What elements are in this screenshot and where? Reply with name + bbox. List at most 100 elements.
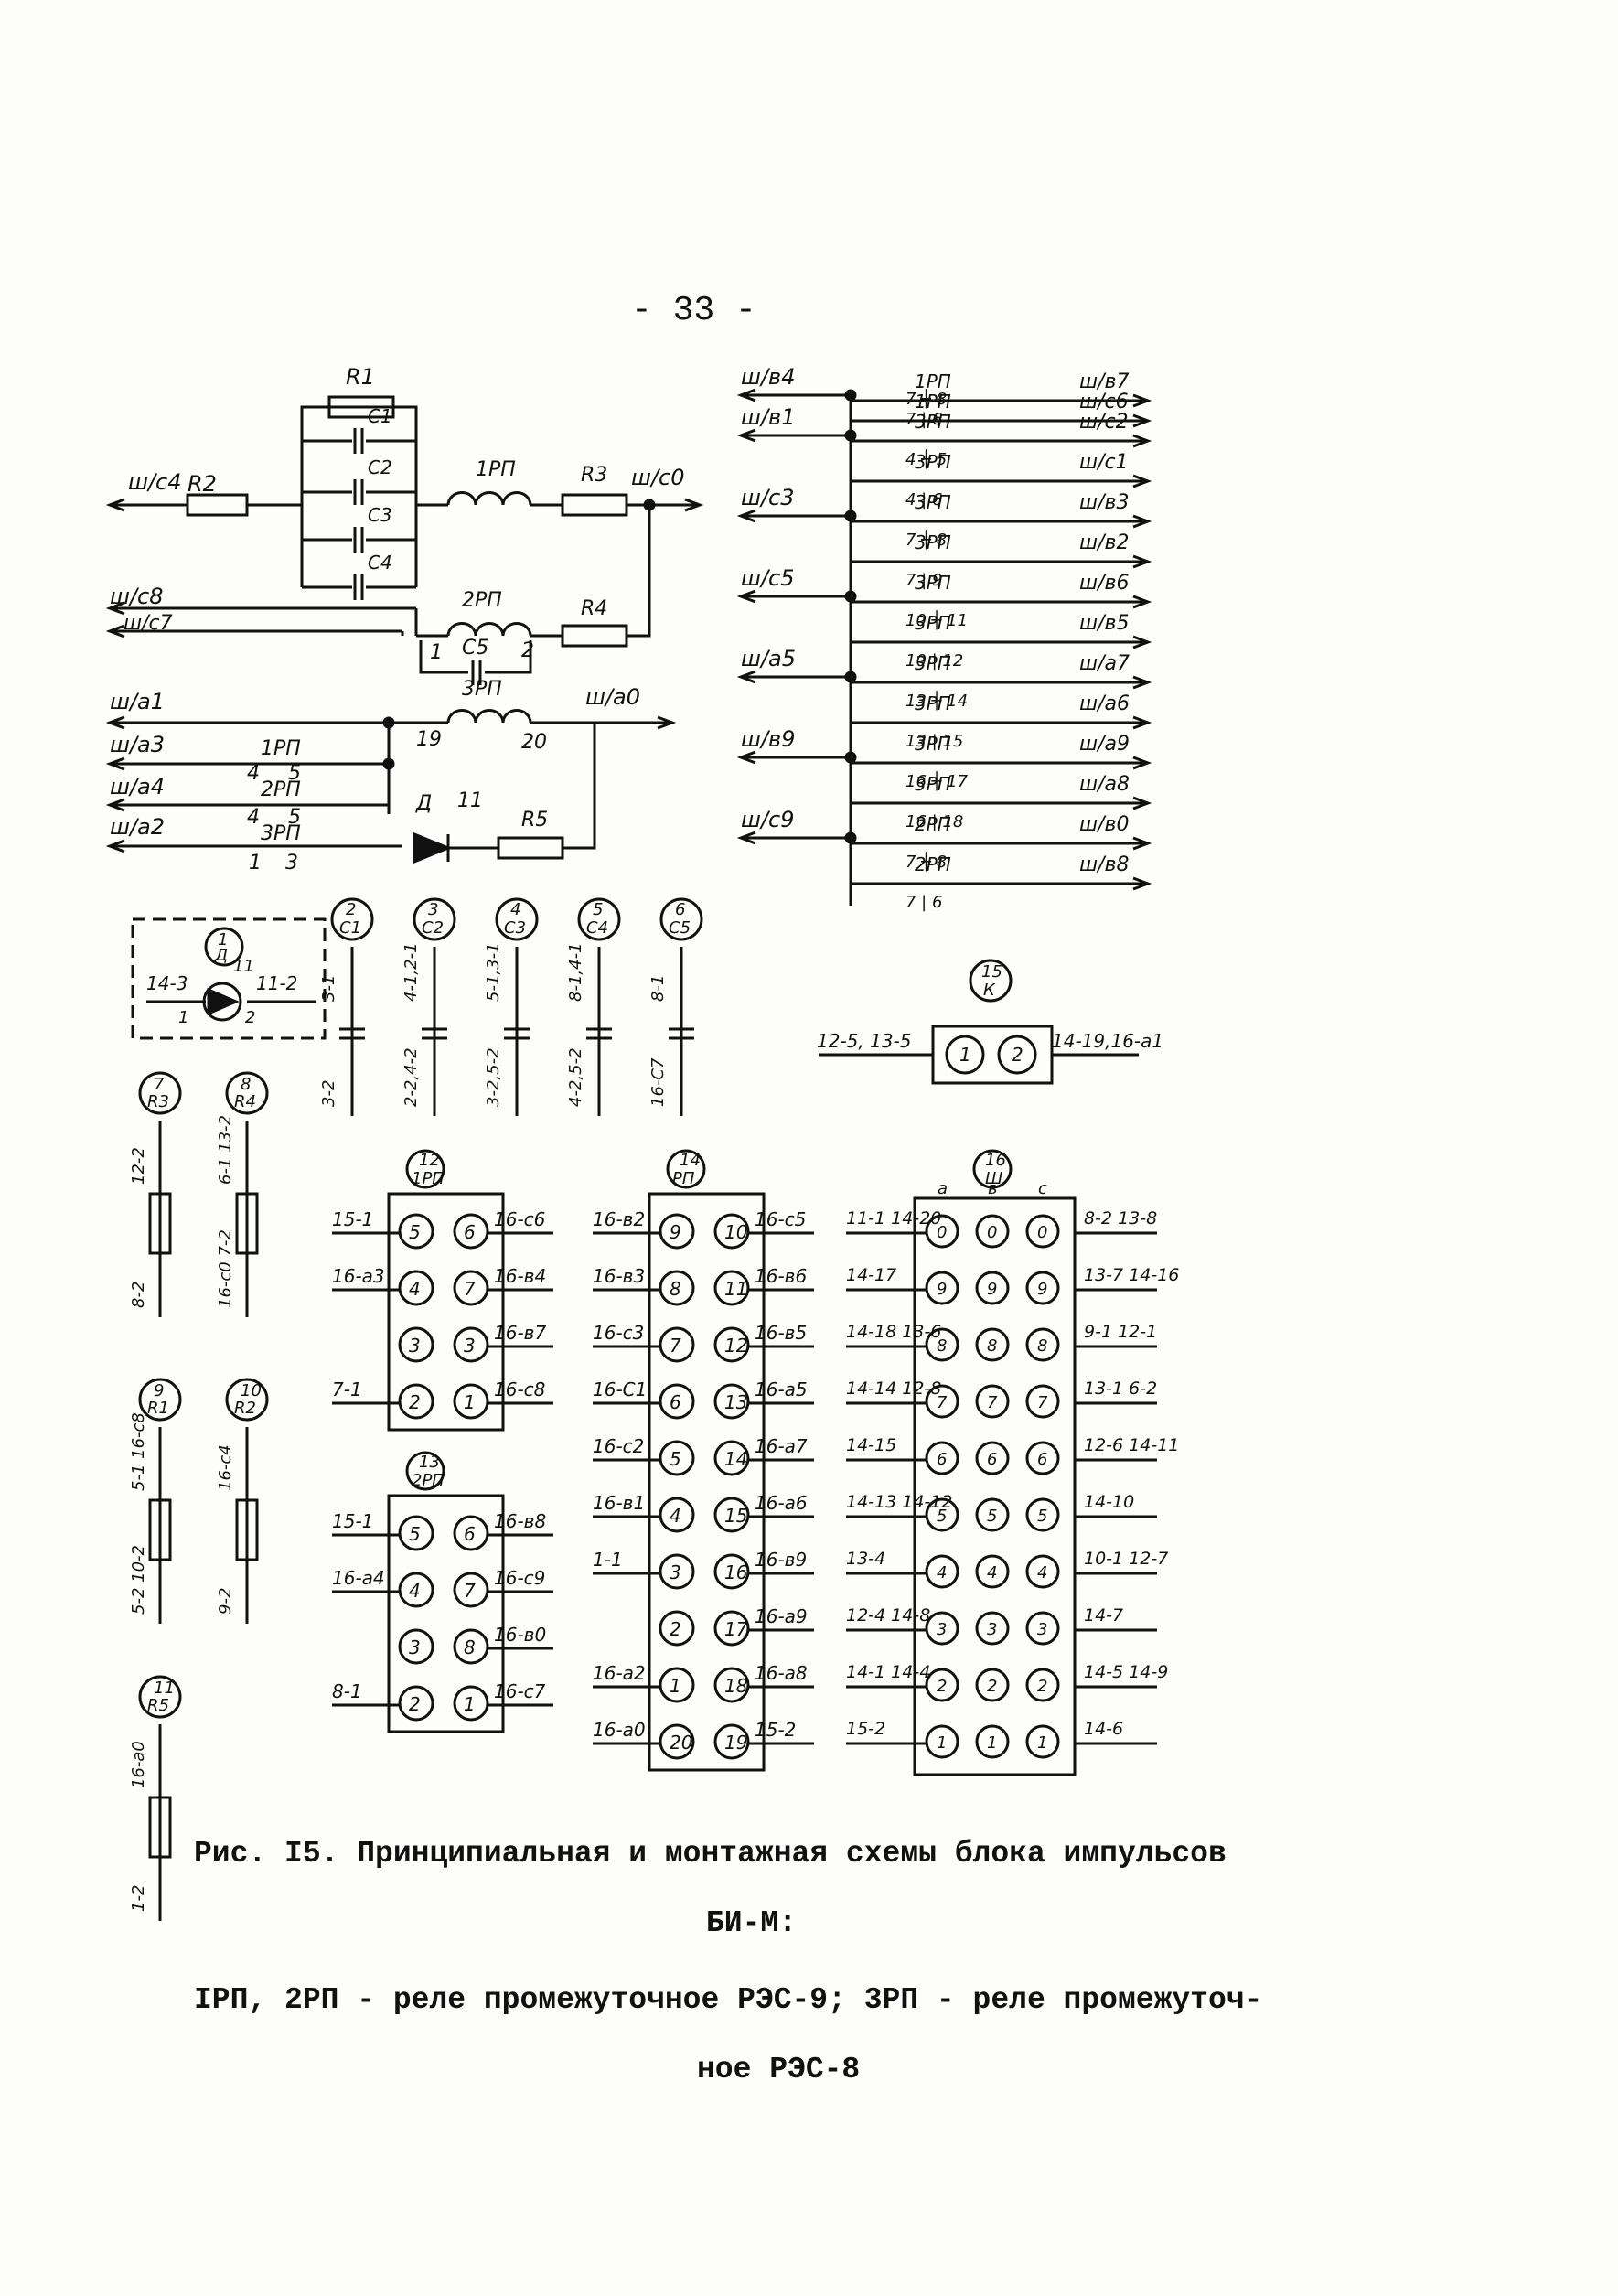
block-num: 9	[670, 1221, 681, 1243]
wire	[485, 640, 532, 674]
block-terminal	[398, 1270, 434, 1306]
block-terminal	[1025, 1441, 1060, 1475]
block-right-label: 16-в4	[494, 1265, 546, 1287]
block-right-label: 14-6	[1084, 1719, 1123, 1739]
block-terminal	[659, 1553, 695, 1590]
block-num: 4	[987, 1563, 997, 1583]
cap-name-3: C4	[586, 918, 608, 938]
block-num: 3	[937, 1620, 947, 1639]
k-right: 14-19,16-а1	[1052, 1030, 1163, 1052]
arrow-right-icon	[1132, 434, 1152, 448]
res-top-2: 5-1 16-c8	[129, 1412, 148, 1491]
cap-id-4: 6	[675, 900, 685, 919]
block-terminal	[659, 1326, 695, 1363]
resistor-r4	[561, 624, 628, 648]
arrow-right-icon	[1132, 554, 1152, 569]
block-frame	[387, 1494, 505, 1733]
block-num: 1	[987, 1733, 997, 1753]
r1-label: R1	[346, 364, 375, 390]
block-right-label: 14-5 14-9	[1084, 1662, 1168, 1682]
capacitor-c2	[353, 479, 364, 505]
block-left-label: 14-13 14-12	[846, 1492, 952, 1512]
block-left-label: 15-1	[332, 1510, 373, 1532]
contact-pins-9: 7 | 9	[905, 571, 942, 590]
block-num: 5	[409, 1221, 421, 1243]
block-num: 0	[1037, 1223, 1047, 1242]
block-right-label: 13-7 14-16	[1084, 1265, 1179, 1285]
contact-right-4: ш/с1	[1079, 451, 1129, 474]
block-num: 8	[464, 1636, 476, 1658]
contact-right-2: ш/с2	[1079, 411, 1129, 434]
c5-label: C5	[462, 637, 488, 660]
block-terminal	[925, 1214, 959, 1249]
block-name: РП	[672, 1169, 695, 1188]
block-num: 8	[670, 1278, 681, 1300]
block-terminal	[398, 1685, 434, 1722]
block-num: 5	[987, 1507, 997, 1526]
k-term-1	[945, 1035, 985, 1075]
block-num: 3	[1037, 1620, 1047, 1639]
cap-id-1: 3	[428, 900, 438, 919]
block-num: 1	[937, 1733, 947, 1753]
k-name: К	[983, 981, 996, 1000]
res-id-circle-0	[138, 1071, 182, 1115]
contact-rp-14: 3РП	[915, 652, 951, 674]
label-w-a2: ш/a2	[110, 814, 165, 840]
pin-20: 20	[521, 731, 547, 754]
block-num: 11	[724, 1278, 747, 1300]
block-left-label: 14-18 13-6	[846, 1322, 941, 1342]
block-num: 1	[670, 1675, 681, 1697]
k-p2: 2	[1012, 1044, 1023, 1066]
block-num: 9	[987, 1280, 997, 1299]
rp1c-label: 1РП	[261, 737, 301, 760]
block-col-label: с	[1038, 1179, 1047, 1198]
block-frame	[913, 1196, 1077, 1776]
resistor-r3	[561, 493, 628, 517]
cap-id-circle-1	[413, 897, 456, 941]
block-right-label: 15-2	[755, 1719, 796, 1741]
block-right-label: 16-в5	[755, 1322, 807, 1344]
block-num: 4	[1037, 1563, 1047, 1583]
diode-icon	[413, 831, 452, 864]
led-p1: 1	[178, 1008, 188, 1027]
block-left-label: 16-С1	[593, 1379, 647, 1400]
block-left-label: 16-а0	[593, 1719, 646, 1741]
arrow-right-icon	[657, 715, 677, 730]
pin-2: 2	[521, 639, 534, 662]
block-terminal	[1025, 1668, 1060, 1702]
block-num: 0	[987, 1223, 997, 1242]
block-terminal	[925, 1271, 959, 1305]
contact-rp-20: 3РП	[915, 773, 951, 795]
cap-top-3: 8-1,4-1	[566, 942, 585, 1002]
contact-right-1: ш/с6	[1079, 391, 1129, 413]
block-left-label: 7-1	[332, 1379, 362, 1400]
caption-line-1: Рис. I5. Принципиальная и монтажная схем…	[194, 1837, 1227, 1871]
rp3-label: 3РП	[462, 678, 502, 701]
block-num: 15	[724, 1505, 747, 1527]
block-terminal	[1025, 1271, 1060, 1305]
coil-path	[446, 491, 532, 506]
block-right-label: 8-2 13-8	[1084, 1208, 1157, 1228]
block-right-label: 16-с7	[494, 1680, 546, 1702]
c-label-3: C3	[368, 504, 392, 526]
block-num: 5	[937, 1507, 947, 1526]
res-bot-1: 16-c0 7-2	[216, 1229, 235, 1308]
block-terminal	[659, 1497, 695, 1533]
contact-pins-25: 7 | 6	[905, 893, 942, 912]
contact-rp-16: 3РП	[915, 692, 951, 714]
led-p2: 2	[245, 1008, 255, 1027]
contact-right-14: ш/а7	[1079, 652, 1130, 675]
block-num: 1	[464, 1391, 476, 1413]
page-number: - 33 -	[631, 291, 756, 330]
block-terminal	[1025, 1384, 1060, 1419]
block-terminal	[398, 1628, 434, 1665]
cap-top-2: 5-1,3-1	[484, 942, 503, 1002]
cap-id-3: 5	[593, 900, 603, 919]
block-right-label: 16-а6	[755, 1492, 808, 1514]
block-num: 6	[937, 1450, 947, 1469]
cap-id-circle-2	[495, 897, 539, 941]
contact-pins-15: 13 ┼ 14	[905, 691, 968, 711]
res-id-4: 11	[154, 1679, 175, 1698]
